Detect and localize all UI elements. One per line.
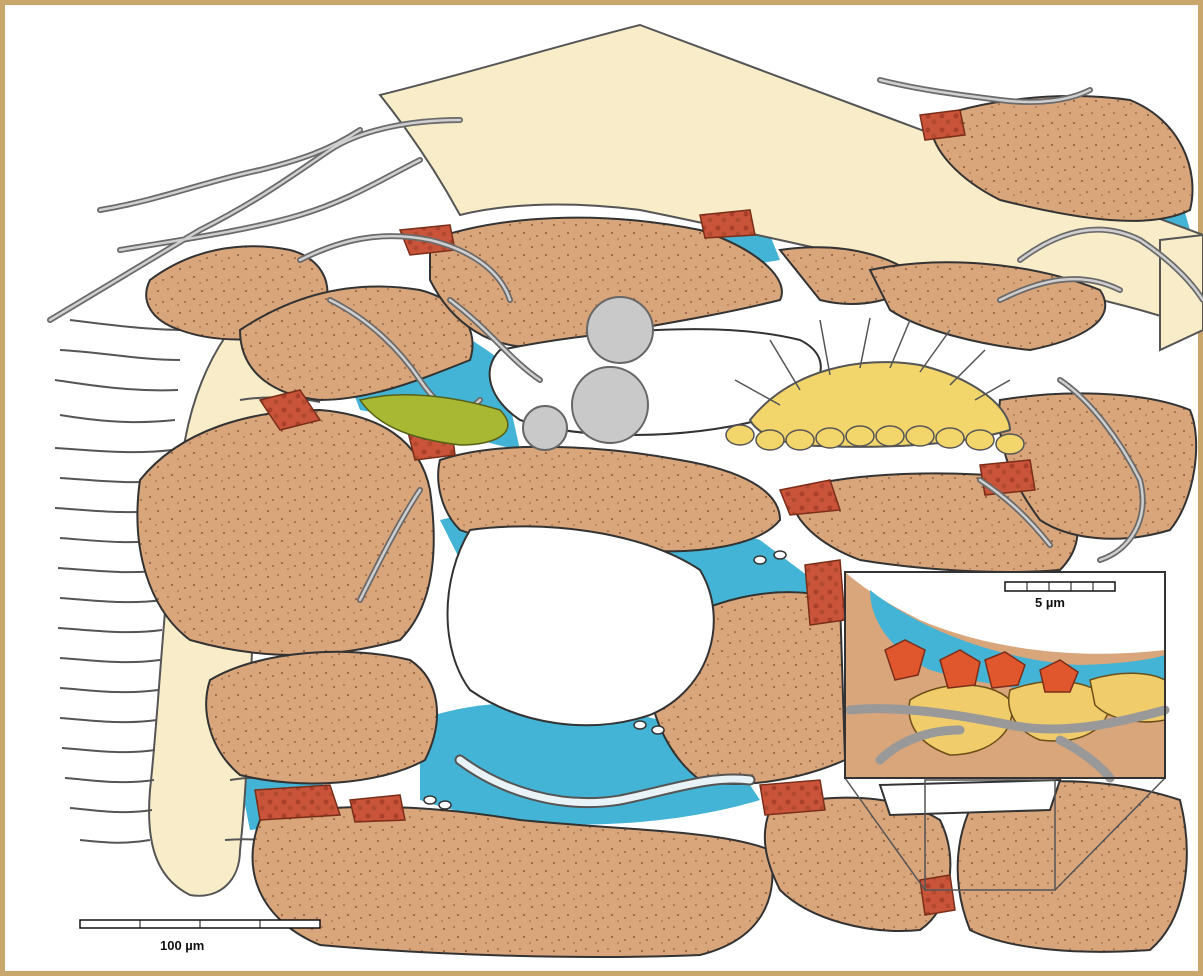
spore <box>587 297 653 363</box>
inset-magnified-view: 5 µm <box>845 572 1165 778</box>
soil-particle <box>253 807 773 957</box>
air-pore <box>880 780 1060 815</box>
main-scale-label: 100 µm <box>160 938 204 953</box>
spore <box>523 406 567 450</box>
main-scale-bar: 100 µm <box>80 920 320 953</box>
air-pore <box>448 526 714 725</box>
inset-scale-label: 5 µm <box>1035 595 1065 610</box>
spore <box>572 367 648 443</box>
soil-particle <box>206 652 437 784</box>
soil-particle <box>137 410 433 655</box>
soil-particle <box>765 798 951 931</box>
